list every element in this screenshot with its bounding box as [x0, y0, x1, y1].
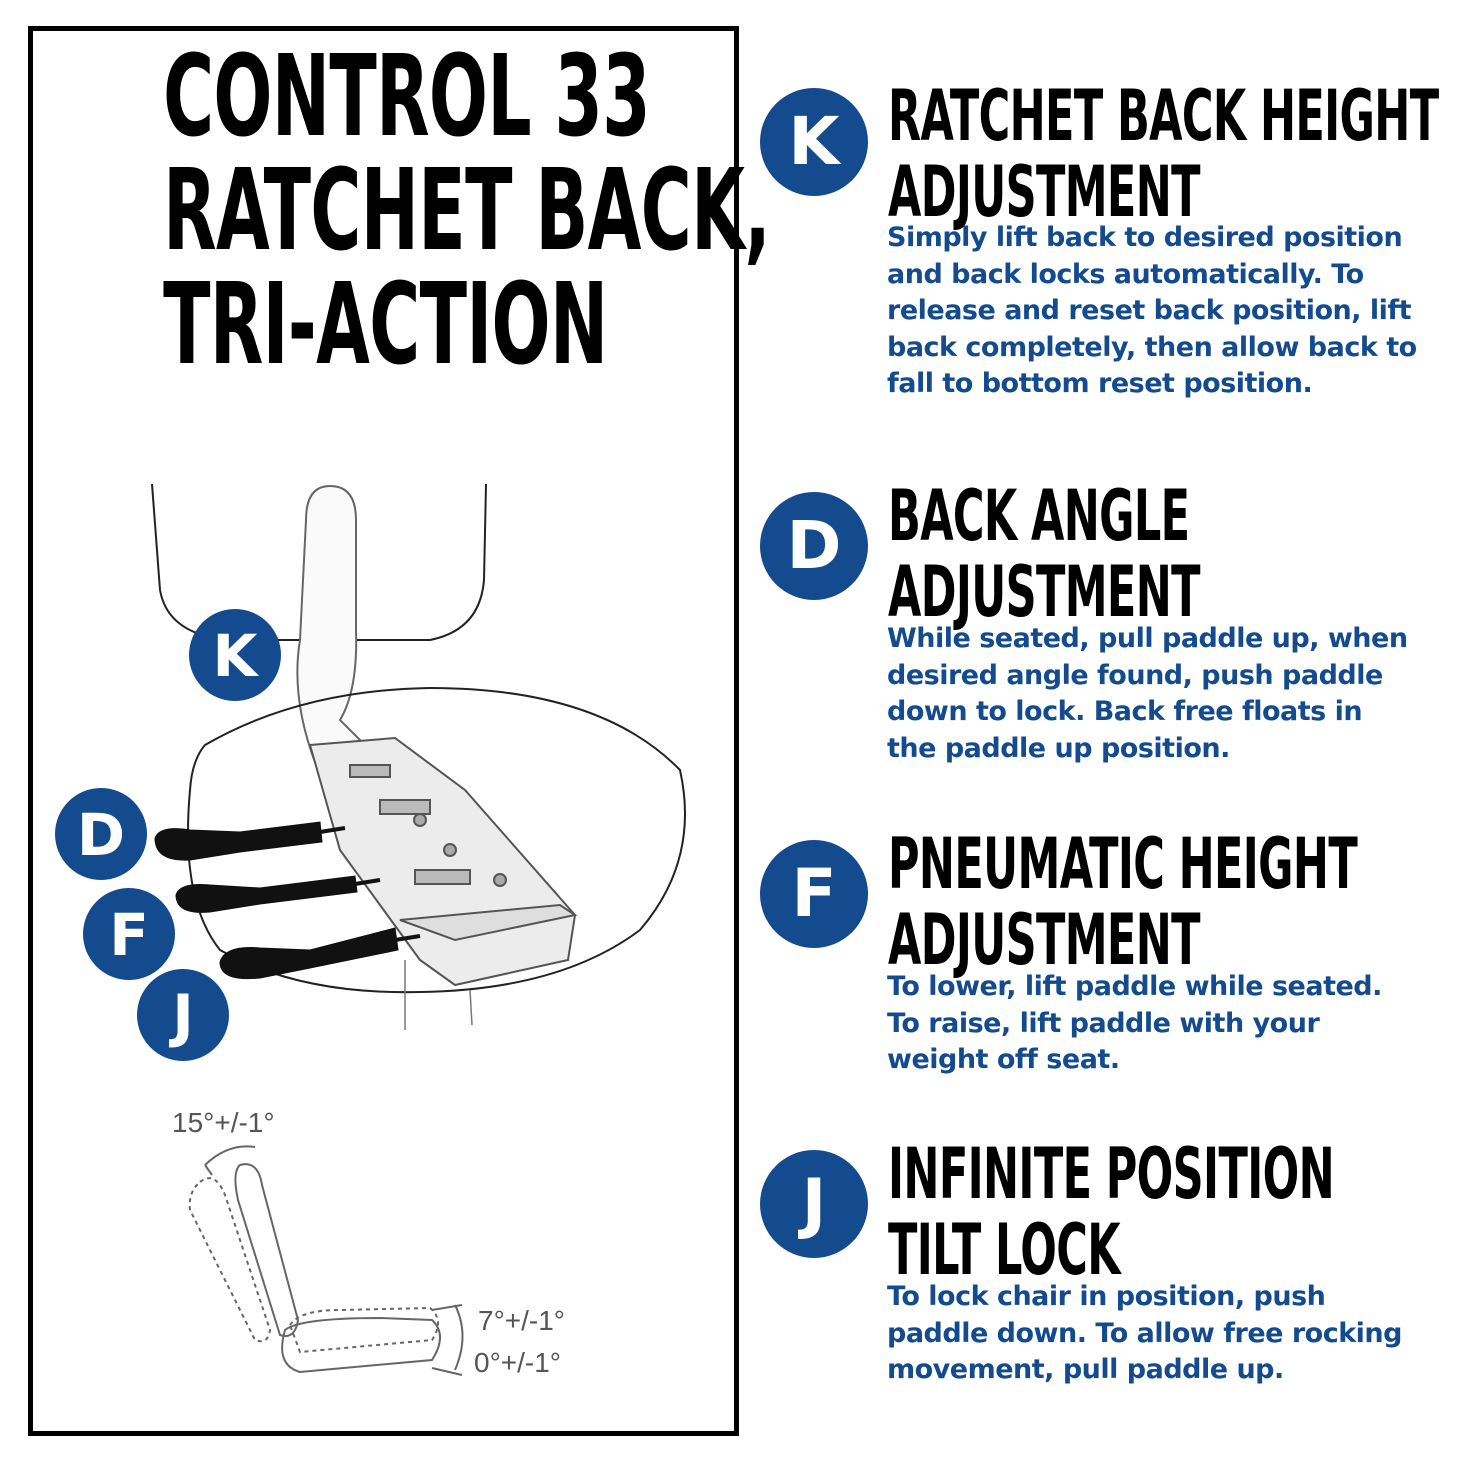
marker-j: J — [137, 969, 229, 1061]
paddle-j — [219, 927, 399, 980]
tilt-angle-diagram — [188, 1145, 464, 1376]
back-dotted-outline — [188, 1177, 272, 1343]
seat-dotted-outline — [288, 1306, 439, 1354]
seat-tilt-lower-label: 0°+/-1° — [474, 1347, 561, 1378]
svg-text:F: F — [109, 901, 149, 969]
back-upright-bar — [296, 484, 383, 772]
paddle-d — [154, 821, 323, 861]
seat-solid-outline — [281, 1316, 441, 1374]
badge-d: D — [760, 492, 868, 600]
feature-j-description: To lock chair in position, push paddle d… — [887, 1281, 1402, 1385]
mechanism-block — [308, 736, 578, 987]
feature-f-description: To lower, lift paddle while seated. To r… — [887, 971, 1382, 1075]
svg-text:J: J — [168, 982, 194, 1050]
back-tilt-label: 15°+/-1° — [172, 1107, 275, 1138]
marker-d: D — [55, 788, 147, 880]
back-solid-outline — [234, 1163, 300, 1337]
title-line-3: TRI-ACTION — [163, 260, 608, 390]
svg-text:D: D — [77, 801, 125, 869]
badge-k: K — [760, 88, 868, 196]
feature-k-description: Simply lift back to desired position and… — [887, 222, 1417, 399]
marker-k: K — [189, 609, 281, 701]
title-line-1: CONTROL 33 — [163, 32, 650, 162]
feature-k-heading: RATCHET BACK HEIGHT ADJUSTMENT — [888, 75, 1439, 233]
marker-f: F — [83, 888, 175, 980]
seat-tilt-upper-label: 7°+/-1° — [478, 1305, 565, 1336]
feature-d-heading: BACK ANGLE ADJUSTMENT — [888, 475, 1201, 633]
paddle-levers — [154, 821, 421, 980]
svg-text:K: K — [213, 622, 260, 690]
paddle-f — [175, 875, 358, 913]
badge-j: J — [760, 1150, 868, 1258]
control-info-panel — [28, 26, 739, 1436]
feature-d-description: While seated, pull paddle up, when desir… — [887, 623, 1408, 764]
badge-f: F — [760, 840, 868, 948]
mechanism-legs — [404, 960, 473, 1030]
feature-j-heading: INFINITE POSITION TILT LOCK — [888, 1133, 1335, 1291]
feature-f-heading: PNEUMATIC HEIGHT ADJUSTMENT — [888, 823, 1358, 981]
